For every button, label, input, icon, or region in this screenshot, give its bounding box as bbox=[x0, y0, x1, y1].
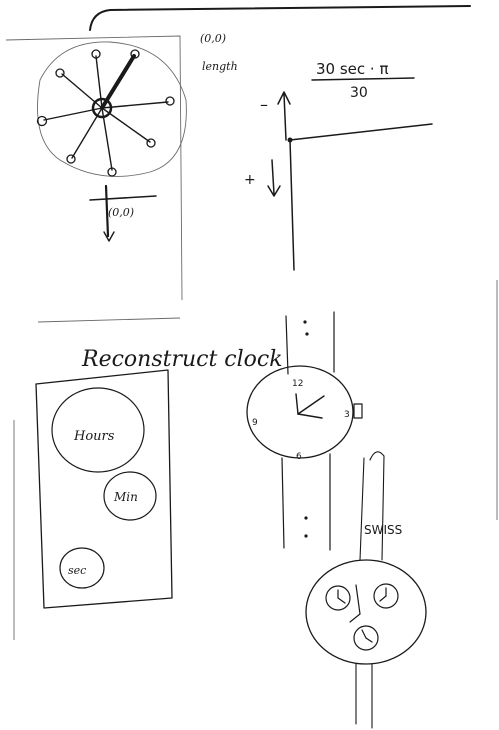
watch-9-label: 9 bbox=[252, 418, 258, 428]
watch-6-label: 6 bbox=[296, 452, 302, 462]
sec-circle bbox=[59, 547, 105, 589]
sec-label: sec bbox=[68, 564, 86, 577]
clock-center-icon bbox=[91, 97, 113, 119]
page-title: Reconstruct clock bbox=[81, 347, 283, 372]
min-label: Min bbox=[113, 490, 138, 504]
watch-crown-icon bbox=[353, 403, 363, 419]
formula-denominator: 30 bbox=[350, 85, 368, 101]
watch-face bbox=[246, 365, 354, 459]
swiss-watch: SWISS bbox=[305, 451, 427, 729]
origin-label-axis: (0,0) bbox=[108, 206, 134, 219]
origin-label-top: (0,0) bbox=[200, 32, 226, 45]
swiss-face bbox=[305, 559, 427, 665]
min-circle bbox=[103, 471, 157, 521]
hours-circle bbox=[51, 387, 145, 473]
vertical-axis: – + bbox=[244, 91, 433, 271]
watch-3-label: 3 bbox=[344, 410, 350, 420]
watch-12-label: 12 bbox=[292, 379, 303, 389]
clock-layout-box: Hours Min sec bbox=[35, 369, 173, 609]
minus-label: – bbox=[260, 95, 268, 114]
swiss-label: SWISS bbox=[364, 523, 402, 537]
spoke-clock-sketch bbox=[36, 41, 187, 177]
paper-edges bbox=[5, 5, 498, 640]
formula-numerator: 30 sec · π bbox=[316, 60, 388, 78]
wrist-watch: 12 3 6 9 bbox=[246, 311, 363, 551]
formula: 30 sec · π 30 bbox=[311, 60, 415, 101]
length-label: length bbox=[202, 60, 238, 73]
hours-label: Hours bbox=[73, 429, 115, 444]
origin-axis: (0,0) bbox=[89, 184, 157, 242]
plus-label: + bbox=[244, 172, 256, 188]
